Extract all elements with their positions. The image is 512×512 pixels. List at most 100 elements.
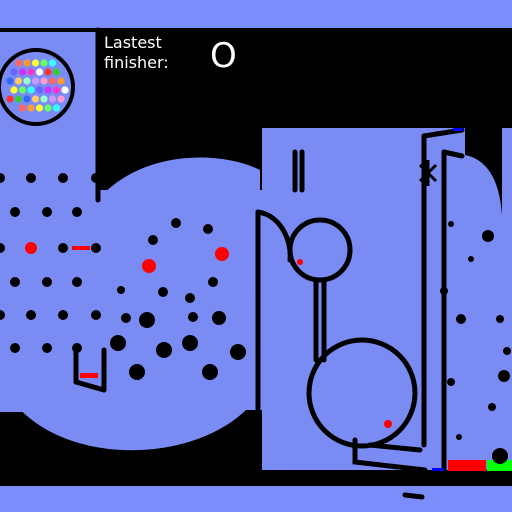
peg <box>171 218 181 228</box>
peg <box>26 310 36 320</box>
marble <box>18 104 27 112</box>
bumper <box>25 242 37 254</box>
peg <box>42 343 52 353</box>
right-curve-wall <box>465 128 502 215</box>
bumper <box>384 420 392 428</box>
marble <box>57 77 65 85</box>
peg <box>10 277 20 287</box>
peg <box>10 207 20 217</box>
marble <box>52 104 61 112</box>
marble <box>27 68 35 76</box>
peg <box>42 207 52 217</box>
blue-marker <box>453 128 463 131</box>
marble <box>10 86 18 94</box>
goal-red <box>448 460 486 471</box>
marble <box>10 68 18 76</box>
marble <box>18 86 27 94</box>
marble <box>23 77 31 85</box>
peg <box>139 312 155 328</box>
blue-marker <box>432 468 444 471</box>
marble <box>6 95 14 103</box>
marble <box>48 95 57 103</box>
marble <box>35 86 44 94</box>
bumpers <box>25 242 392 428</box>
peg <box>468 256 474 262</box>
bumper <box>142 259 156 273</box>
marble <box>40 59 48 67</box>
peg <box>488 403 496 411</box>
peg <box>148 235 158 245</box>
peg <box>129 364 145 380</box>
peg <box>117 286 125 294</box>
peg <box>448 221 454 227</box>
marble <box>23 59 31 67</box>
peg <box>0 310 5 320</box>
marble <box>61 86 69 94</box>
peg <box>91 310 101 320</box>
peg <box>58 173 68 183</box>
peg <box>58 243 68 253</box>
marble <box>14 95 23 103</box>
marble <box>40 77 48 85</box>
peg <box>188 312 198 322</box>
peg <box>456 314 466 324</box>
peg <box>456 434 462 440</box>
peg <box>58 310 68 320</box>
marble <box>31 59 40 67</box>
peg <box>182 335 198 351</box>
marble <box>27 104 35 112</box>
marble <box>48 77 57 85</box>
marble <box>35 68 44 76</box>
marble <box>48 59 57 67</box>
mid-field <box>262 128 432 470</box>
marble <box>35 104 44 112</box>
peg <box>0 173 5 183</box>
spinner <box>418 160 438 186</box>
peg <box>203 224 213 234</box>
center-blob-top <box>98 157 260 398</box>
marble <box>23 95 31 103</box>
marble <box>31 95 40 103</box>
marble <box>14 59 23 67</box>
marble <box>44 104 52 112</box>
bumper <box>215 247 229 261</box>
peg <box>202 364 218 380</box>
hopper-marbles <box>6 59 69 112</box>
last-finisher-label: Lastest finisher: <box>104 33 169 72</box>
marble <box>18 68 27 76</box>
marble <box>14 77 23 85</box>
marble <box>57 95 65 103</box>
goal-green <box>487 460 512 471</box>
peg <box>91 243 101 253</box>
marble <box>27 86 35 94</box>
peg <box>156 342 172 358</box>
peg <box>72 343 82 353</box>
walls <box>73 27 465 500</box>
peg <box>110 335 126 351</box>
marble <box>40 95 48 103</box>
peg <box>230 344 246 360</box>
peg <box>496 315 504 323</box>
marble <box>52 86 61 94</box>
marble <box>44 86 52 94</box>
peg <box>10 343 20 353</box>
peg <box>72 277 82 287</box>
bumper <box>297 259 303 265</box>
peg <box>482 230 494 242</box>
marble <box>52 68 61 76</box>
pegs <box>0 173 511 440</box>
red-gate <box>80 373 98 378</box>
marble <box>6 77 14 85</box>
goal-cup <box>492 448 508 464</box>
peg <box>91 173 101 183</box>
last-finisher-value: O <box>210 36 237 76</box>
peg <box>498 370 510 382</box>
marble <box>44 68 52 76</box>
peg <box>208 277 218 287</box>
peg <box>121 313 131 323</box>
peg <box>72 207 82 217</box>
peg <box>503 347 511 355</box>
peg <box>447 378 455 386</box>
peg <box>0 243 5 253</box>
